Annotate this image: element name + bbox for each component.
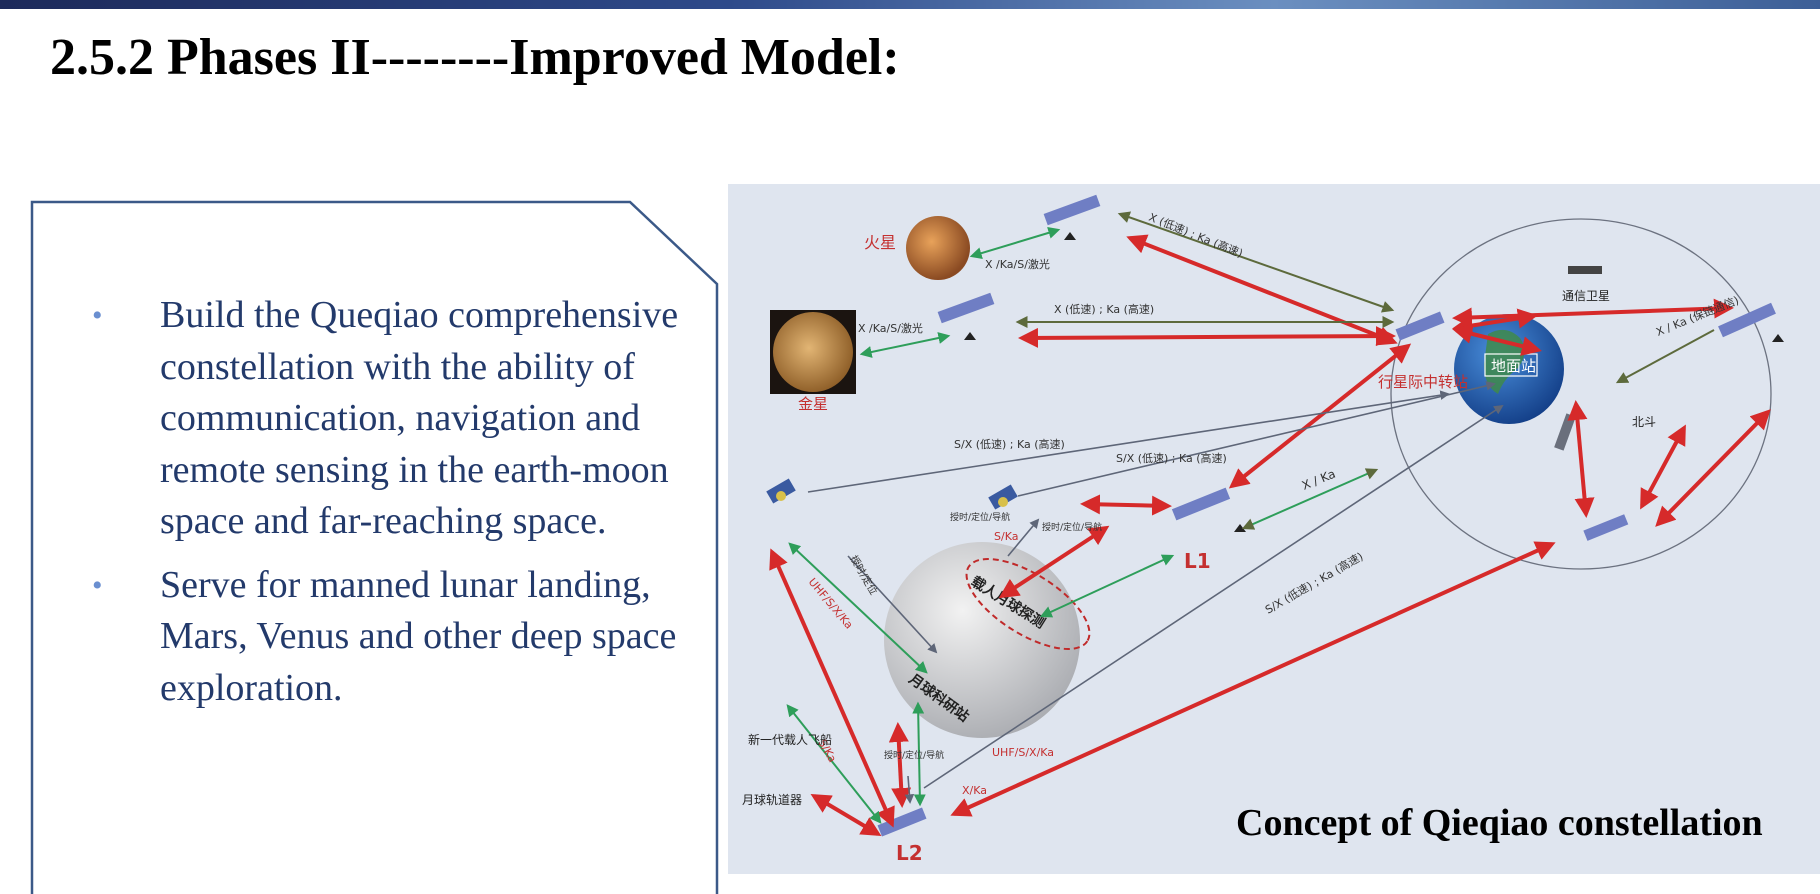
link-label: S/X (低速) ; Ka (高速)	[1263, 549, 1366, 617]
satellite-icon	[1395, 311, 1445, 341]
mars-label: 火星	[864, 233, 896, 252]
satellite-icon	[1171, 487, 1246, 532]
venus-label: 金星	[798, 395, 828, 413]
relay-station-label: 行星际中转站	[1378, 373, 1468, 391]
link-label: 授时/定位	[847, 553, 880, 597]
link-label: 授时/定位/导航	[884, 749, 944, 761]
bullet-text: Serve for manned lunar landing, Mars, Ve…	[160, 563, 677, 709]
constellation-diagram: 火星 金星 载人月球探测 月球科研站 地面站	[742, 194, 1784, 865]
slide-title: 2.5.2 Phases II--------Improved Model:	[50, 29, 900, 86]
link-label: X (低速) ; Ka (高速)	[1147, 210, 1245, 260]
satellite-icon	[877, 807, 927, 837]
l2-label: L2	[896, 841, 923, 865]
mars-planet	[906, 216, 970, 280]
constellation-figure: 火星 金星 载人月球探测 月球科研站 地面站	[728, 184, 1820, 874]
beidou-label: 北斗	[1632, 415, 1656, 429]
lunar-orbiter-label: 月球轨道器	[742, 793, 802, 807]
text-panel	[30, 200, 720, 894]
bullet-item: • Serve for manned lunar landing, Mars, …	[92, 560, 680, 715]
bullet-list: • Build the Queqiao comprehensive conste…	[92, 290, 680, 726]
satellite-icon	[937, 292, 995, 340]
link-label: UHF/S/X/Ka	[992, 746, 1054, 759]
figure-caption: Concept of Qieqiao constellation	[1236, 802, 1763, 844]
moon	[884, 542, 1080, 738]
venus-planet	[773, 312, 853, 392]
link-label: UHF/S/X/Ka	[806, 576, 856, 632]
comm-sat-label: 通信卫星	[1562, 289, 1610, 303]
satellite-icon	[1043, 194, 1101, 240]
link-label: S/X (低速) ; Ka (高速)	[954, 437, 1065, 451]
link-label: 授时/定位/导航	[1042, 521, 1102, 533]
earth-station-label: 地面站	[1491, 357, 1536, 375]
panel-frame	[30, 200, 719, 894]
l1-label: L1	[1184, 549, 1211, 573]
link-label: X (低速) ; Ka (高速)	[1054, 302, 1154, 316]
satellite-icon	[1583, 514, 1629, 541]
bullet-dot-icon: •	[92, 299, 103, 332]
link-label: 授时/定位/导航	[950, 511, 1010, 523]
link-label: X/Ka	[962, 784, 987, 797]
satellite-icon	[1568, 266, 1602, 274]
satellite-icon	[766, 478, 796, 504]
new-spacecraft-label: 新一代载人飞船	[748, 732, 832, 747]
link-label: X /Ka/S/激光	[985, 257, 1050, 271]
bullet-item: • Build the Queqiao comprehensive conste…	[92, 290, 680, 548]
link-label: S/X (低速) ; Ka (高速)	[1116, 451, 1227, 465]
bullet-text: Build the Queqiao comprehensive constell…	[160, 294, 679, 542]
top-banner	[0, 0, 1820, 9]
bullet-dot-icon: •	[92, 568, 103, 602]
satellite-icon	[1718, 302, 1784, 342]
link-label: X /Ka/S/激光	[858, 321, 923, 335]
satellite-icon	[1554, 413, 1576, 451]
link-label: S/Ka	[994, 530, 1018, 543]
satellite-icon	[988, 484, 1018, 510]
